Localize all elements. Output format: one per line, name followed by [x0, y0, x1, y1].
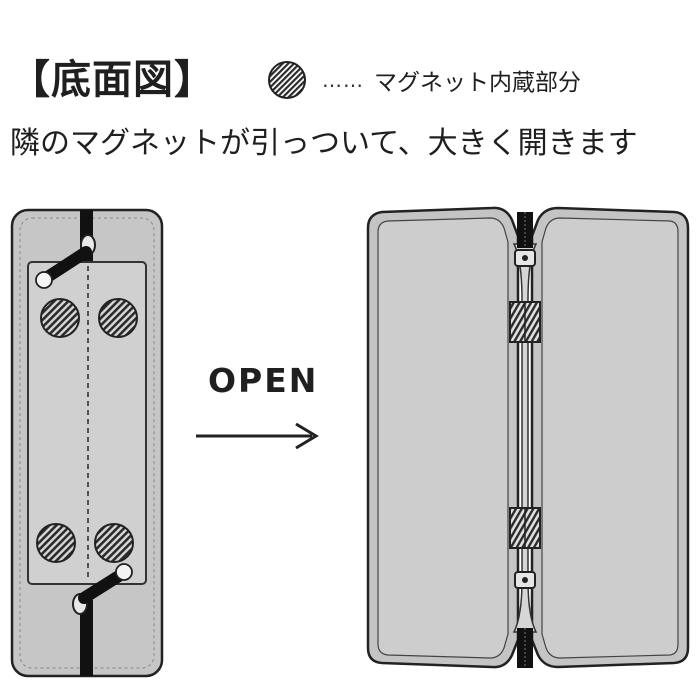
open-label: OPEN [208, 361, 318, 400]
magnet-icon [36, 523, 76, 563]
zipper-pull-icon [35, 234, 96, 289]
open-center-gusset [512, 243, 538, 633]
legend-label: マグネット内蔵部分 [374, 70, 581, 96]
right-arrow-icon [196, 422, 319, 450]
closed-zipper-bottom [80, 600, 93, 676]
magnet-icon [94, 523, 134, 563]
diagram-title: 【底面図】 [10, 57, 215, 103]
closed-pencase [10, 208, 164, 678]
legend: …… マグネット内蔵部分 [262, 60, 581, 100]
open-pencase [366, 206, 690, 669]
closed-front-panel [27, 261, 147, 585]
magnet-icon [40, 298, 80, 338]
diagram-subtitle: 隣のマグネットが引っついて、大きく開きます [10, 126, 638, 161]
zipper-pull-icon [514, 249, 536, 267]
zipper-pull-icon [72, 563, 133, 615]
magnet-icon [98, 298, 138, 338]
zipper-pull-icon [514, 571, 536, 589]
magnet-legend-icon [268, 61, 306, 99]
legend-dots: …… [322, 68, 364, 92]
